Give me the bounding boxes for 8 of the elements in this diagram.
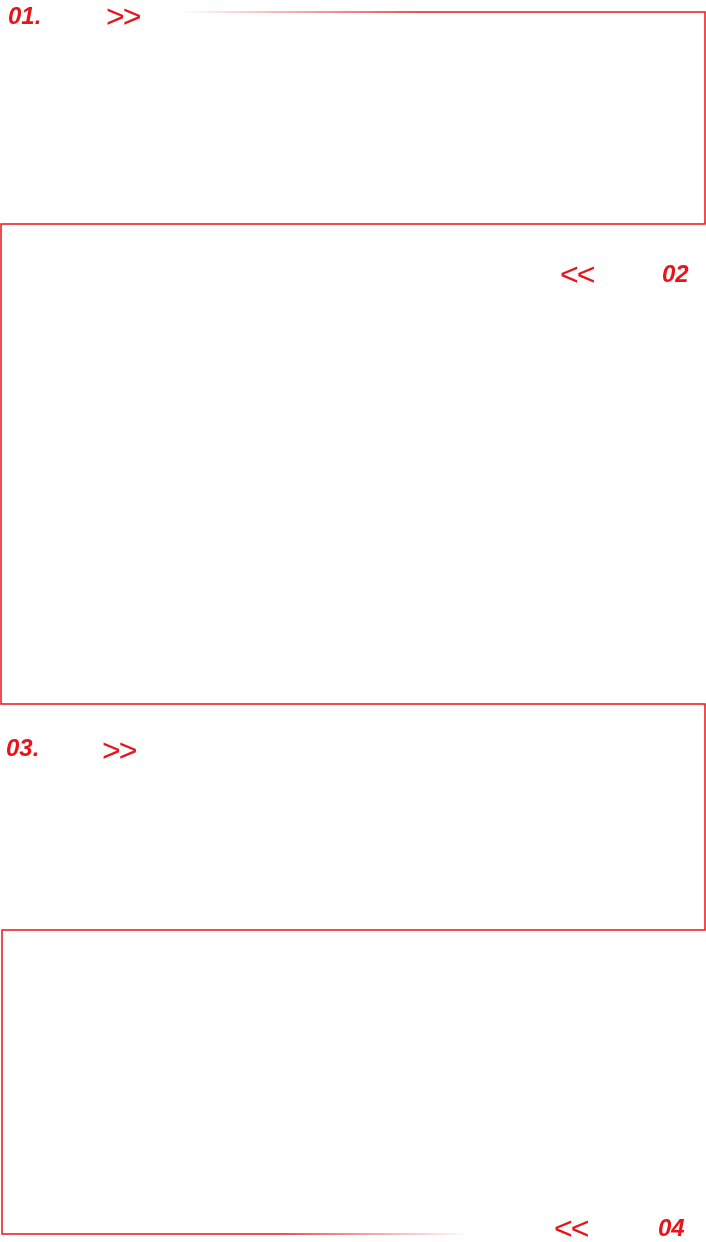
chevron-mark: << bbox=[554, 1212, 588, 1242]
section-number: 02 bbox=[662, 262, 689, 286]
section-number: 04 bbox=[658, 1216, 685, 1240]
chevron-mark: >> bbox=[106, 0, 140, 32]
chevron-mark: << bbox=[560, 258, 594, 290]
section-number: 03. bbox=[6, 736, 40, 760]
section-number: 01. bbox=[8, 4, 42, 28]
chevron-mark: >> bbox=[102, 734, 136, 766]
